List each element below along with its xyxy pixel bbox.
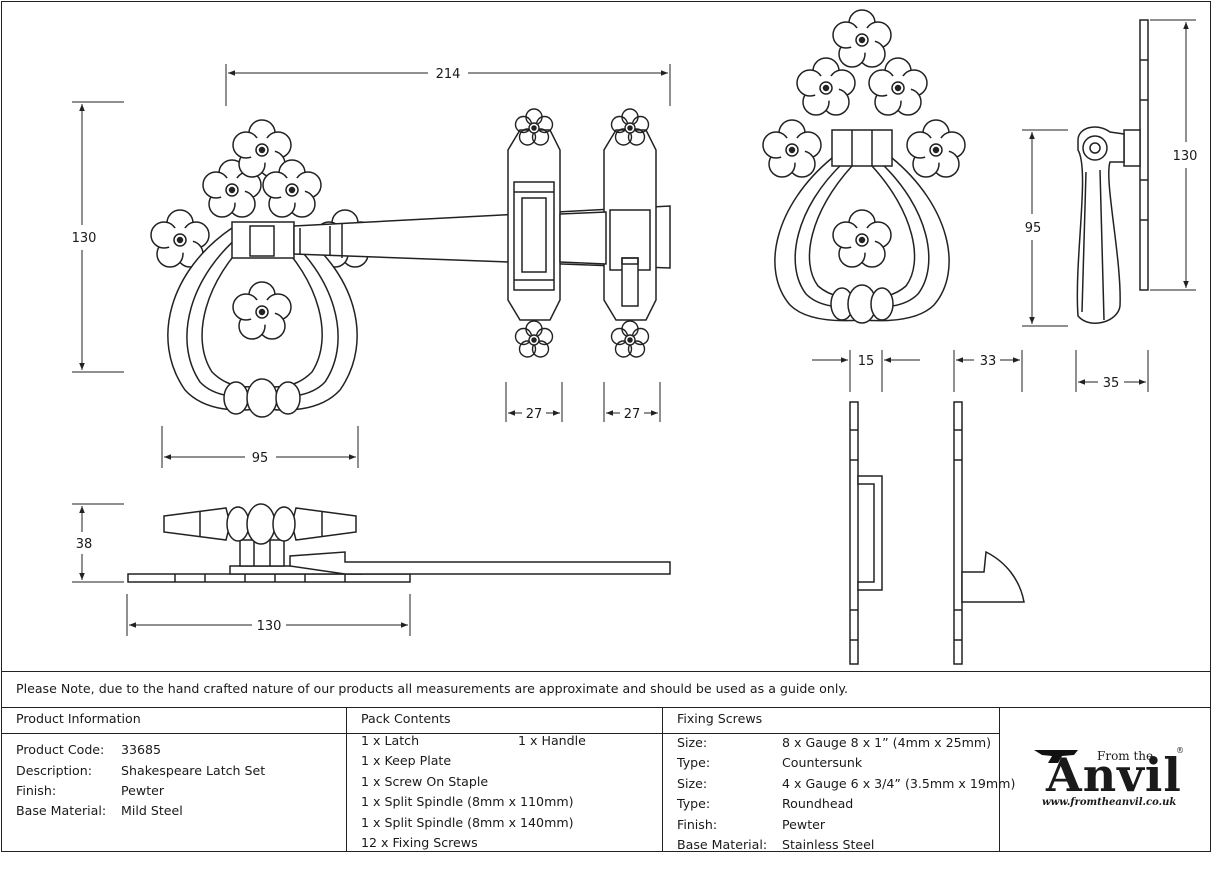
pack-item: 1 x Screw On Staple bbox=[361, 774, 489, 789]
handle-side-view bbox=[1076, 19, 1149, 324]
dim-knocker-height: 95 bbox=[1025, 221, 1042, 236]
dim-side-height: 130 bbox=[1173, 149, 1198, 164]
screw-value: Countersunk bbox=[782, 755, 863, 770]
screw-value: Roundhead bbox=[782, 796, 854, 811]
base-material-value: Mild Steel bbox=[121, 803, 183, 818]
screw-value: Stainless Steel bbox=[782, 837, 875, 852]
dim-staple-a: 27 bbox=[526, 407, 543, 422]
dim-width-top: 214 bbox=[436, 67, 461, 82]
pack-item: 12 x Fixing Screws bbox=[361, 835, 478, 850]
dim-staple-b: 27 bbox=[624, 407, 641, 422]
fixing-screws-header: Fixing Screws bbox=[677, 711, 763, 726]
screw-label: Finish: bbox=[677, 817, 718, 832]
finish-value: Pewter bbox=[121, 783, 165, 798]
dim-offset-a: 15 bbox=[858, 354, 875, 369]
screw-value: 8 x Gauge 8 x 1” (4mm x 25mm) bbox=[782, 735, 992, 750]
screw-label: Size: bbox=[677, 735, 708, 750]
pack-contents-header: Pack Contents bbox=[361, 711, 451, 726]
screw-label: Type: bbox=[677, 796, 711, 811]
table-header-rule bbox=[2, 733, 999, 734]
screw-label: Base Material: bbox=[677, 837, 768, 852]
dim-offset-b: 33 bbox=[980, 354, 997, 369]
measurement-note: Please Note, due to the hand crafted nat… bbox=[16, 681, 848, 696]
pack-item: 1 x Split Spindle (8mm x 140mm) bbox=[361, 815, 574, 830]
dim-offset-c: 35 bbox=[1103, 376, 1120, 391]
logo-from-the: From the bbox=[1097, 749, 1154, 763]
product-code-value: 33685 bbox=[121, 742, 162, 757]
screw-value: Pewter bbox=[782, 817, 826, 832]
latch-side-view bbox=[127, 503, 671, 583]
sheet-border bbox=[1, 1, 1211, 852]
dim-height-left: 130 bbox=[72, 231, 97, 246]
product-info-header: Product Information bbox=[16, 711, 141, 726]
handle-front-view bbox=[762, 9, 966, 324]
latch-front-view bbox=[150, 108, 671, 418]
base-material-label: Base Material: bbox=[16, 803, 107, 818]
description-label: Description: bbox=[16, 763, 92, 778]
product-code-label: Product Code: bbox=[16, 742, 105, 757]
anvil-icon bbox=[1034, 750, 1078, 763]
description-value: Shakespeare Latch Set bbox=[121, 763, 266, 778]
logo-registered-mark: ® bbox=[1176, 746, 1184, 755]
pack-item: 1 x Latch bbox=[361, 733, 420, 748]
table-col-divider-1 bbox=[346, 707, 347, 852]
logo-brand: Anvil bbox=[1046, 748, 1182, 802]
pack-item-handle: 1 x Handle bbox=[518, 733, 586, 748]
finish-label: Finish: bbox=[16, 783, 57, 798]
table-col-divider-2 bbox=[662, 707, 663, 852]
dim-width-ring: 95 bbox=[252, 451, 269, 466]
table-col-divider-3 bbox=[999, 707, 1000, 852]
pack-item: 1 x Keep Plate bbox=[361, 753, 452, 768]
table-note-rule bbox=[2, 707, 1211, 708]
screw-label: Type: bbox=[677, 755, 711, 770]
screw-label: Size: bbox=[677, 776, 708, 791]
keep-side-views bbox=[849, 401, 1025, 665]
logo-website: www.fromtheanvil.co.uk bbox=[1042, 797, 1177, 808]
pack-item: 1 x Split Spindle (8mm x 110mm) bbox=[361, 794, 574, 809]
screw-value: 4 x Gauge 6 x 3/4” (3.5mm x 19mm) bbox=[782, 776, 1016, 791]
table-top-rule bbox=[2, 671, 1211, 672]
dim-width-plate: 130 bbox=[257, 619, 282, 634]
dimension-lines bbox=[72, 19, 1196, 636]
dim-height-side: 38 bbox=[76, 537, 93, 552]
